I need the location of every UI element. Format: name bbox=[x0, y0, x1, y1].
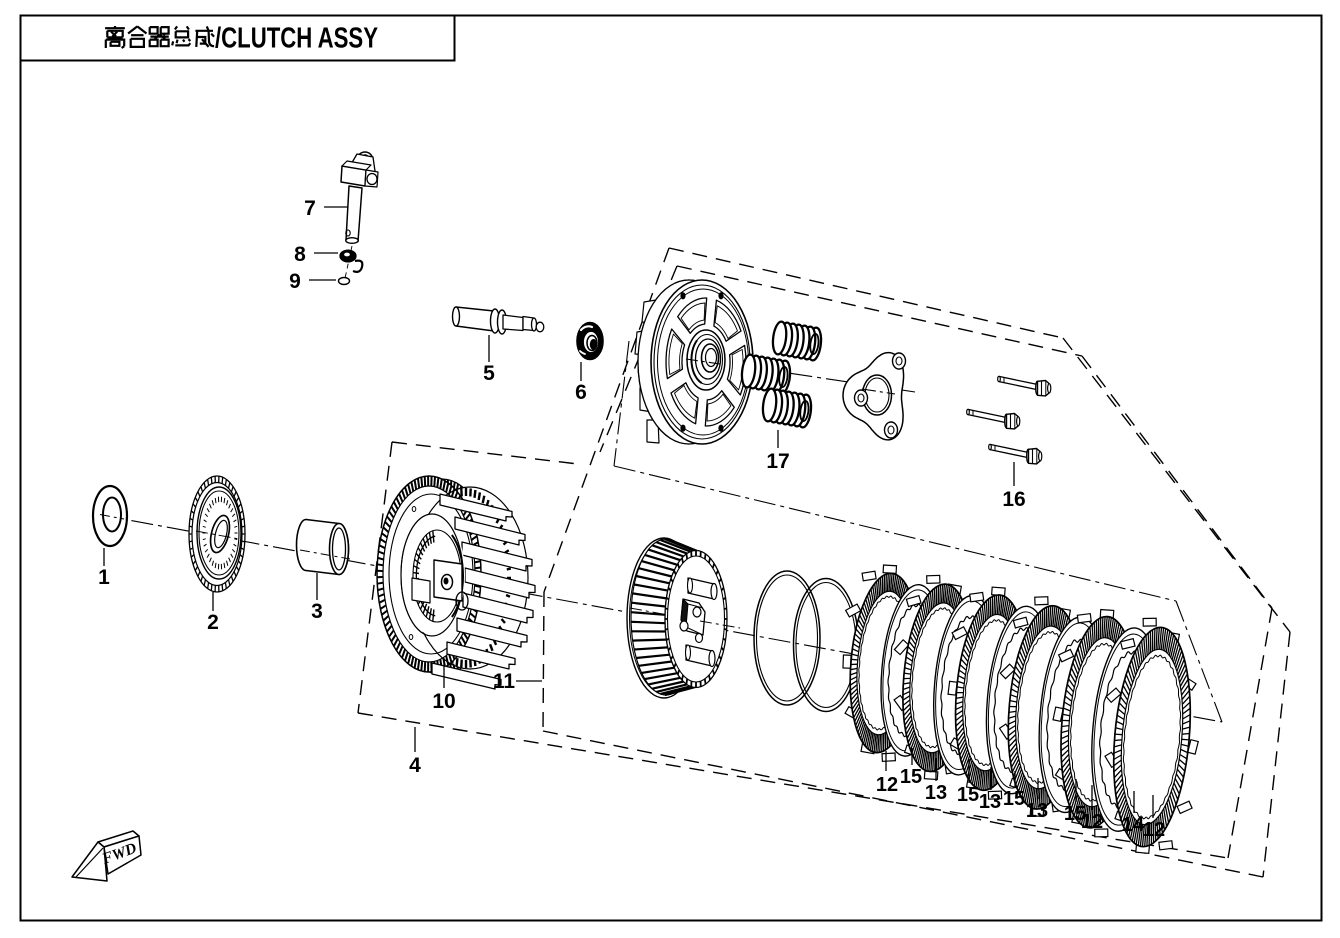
svg-text:15: 15 bbox=[900, 766, 922, 788]
svg-text:15: 15 bbox=[957, 784, 979, 806]
svg-text:13: 13 bbox=[925, 782, 947, 804]
svg-text:12: 12 bbox=[876, 774, 898, 796]
svg-text:14: 14 bbox=[1122, 814, 1145, 836]
svg-text:9: 9 bbox=[289, 270, 301, 293]
svg-text:15: 15 bbox=[1003, 788, 1025, 810]
svg-text:16: 16 bbox=[1002, 488, 1025, 511]
svg-text:13: 13 bbox=[979, 791, 1001, 813]
svg-text:12: 12 bbox=[1143, 819, 1165, 841]
svg-text:17: 17 bbox=[766, 450, 789, 473]
svg-text:11: 11 bbox=[493, 670, 516, 693]
svg-text:4: 4 bbox=[409, 754, 421, 777]
svg-text:2: 2 bbox=[207, 611, 219, 634]
svg-text:15: 15 bbox=[1064, 803, 1086, 825]
svg-text:5: 5 bbox=[483, 362, 495, 385]
svg-text:7: 7 bbox=[304, 197, 316, 220]
svg-text:1: 1 bbox=[98, 566, 110, 589]
svg-text:13: 13 bbox=[1026, 800, 1048, 822]
svg-text:3: 3 bbox=[311, 600, 323, 623]
svg-text:12: 12 bbox=[1081, 811, 1103, 833]
svg-text:10: 10 bbox=[432, 690, 455, 713]
svg-text:/CLUTCH ASSY: /CLUTCH ASSY bbox=[215, 23, 378, 55]
svg-text:8: 8 bbox=[294, 243, 306, 266]
svg-text:6: 6 bbox=[575, 381, 587, 404]
